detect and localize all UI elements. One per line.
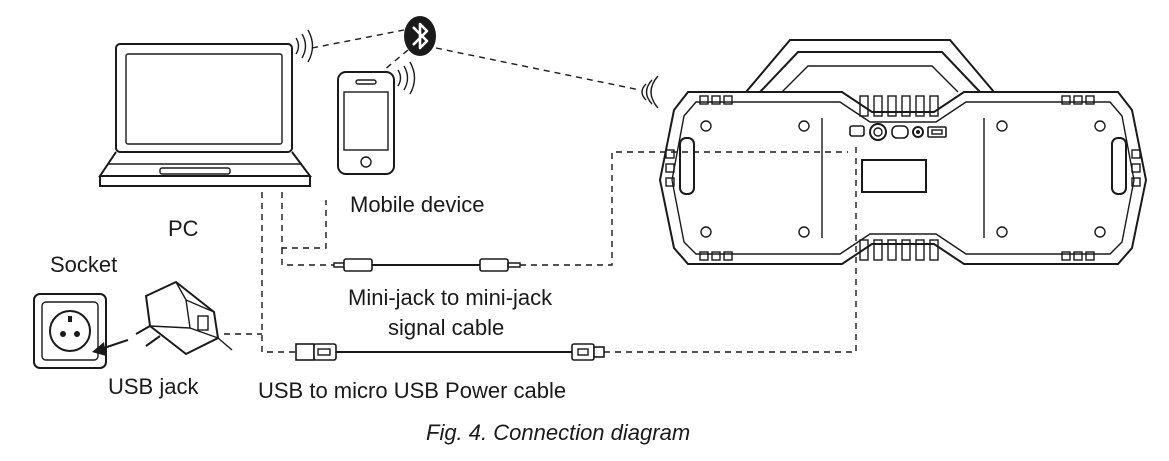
usb-plug-icon: [295, 343, 346, 361]
usb-cable-label: USB to micro USB Power cable: [258, 378, 567, 403]
speaker-icon: [658, 39, 1148, 265]
wireless-signal-icon: [641, 75, 659, 109]
mini-jack-cable-label-line1: Mini-jack to mini-jack: [348, 285, 553, 310]
insert-arrow-icon: [92, 339, 129, 356]
mini-jack-plug-icon: [470, 258, 521, 272]
usb-charger-icon: [135, 280, 233, 356]
mini-jack-plug-icon: [333, 258, 382, 272]
mini-jack-cable-label-line2: signal cable: [388, 315, 505, 340]
socket-label: Socket: [50, 252, 118, 277]
audio-cable-path: [281, 151, 848, 266]
figure-caption: Fig. 4. Connection diagram: [426, 420, 691, 445]
pc-label: PC: [168, 216, 199, 241]
mobile-device-label: Mobile device: [350, 192, 485, 217]
wireless-signal-icon: [295, 29, 314, 63]
bluetooth-link-lines: [311, 29, 641, 91]
micro-usb-plug-icon: [562, 343, 605, 361]
usb-jack-label: USB jack: [108, 374, 199, 399]
bluetooth-icon: [404, 16, 436, 56]
wireless-signal-icon: [397, 61, 416, 95]
laptop-icon: [98, 43, 312, 187]
smartphone-icon: [337, 71, 395, 175]
usb-cable-path: [224, 142, 857, 353]
speaker-control-panel: [849, 123, 947, 141]
wall-socket-icon: [33, 293, 107, 369]
